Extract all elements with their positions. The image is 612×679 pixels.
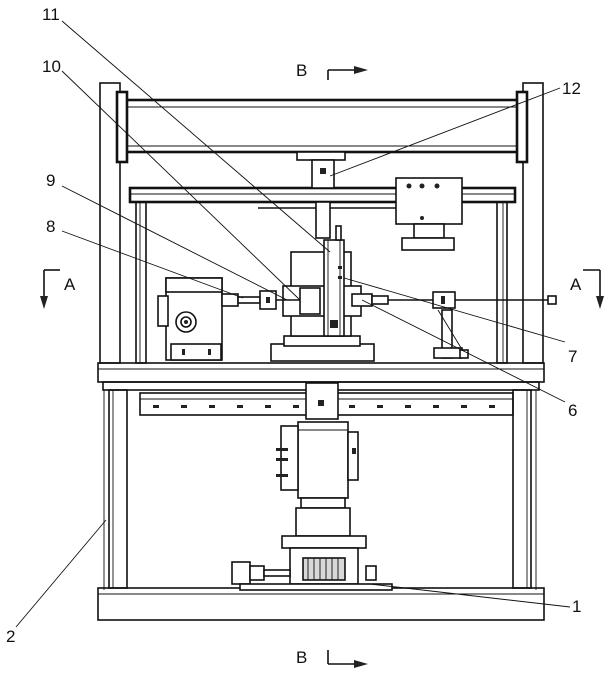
label-8: 8: [46, 217, 55, 236]
section-marker-b-top: B: [296, 61, 368, 80]
lower-actuator: [232, 422, 392, 590]
section-marker-b-bottom: B: [296, 648, 368, 668]
work-table: [98, 363, 544, 419]
label-6: 6: [568, 401, 577, 420]
section-letter-b-bottom: B: [296, 648, 307, 667]
label-10: 10: [42, 57, 61, 76]
label-1: 1: [572, 597, 581, 616]
section-letter-b-top: B: [296, 61, 307, 80]
label-2: 2: [6, 627, 15, 646]
section-marker-a-left: A: [40, 270, 76, 309]
label-7: 7: [568, 347, 577, 366]
label-11: 11: [42, 5, 60, 24]
section-letter-a-right: A: [570, 275, 582, 294]
section-letter-a-left: A: [64, 275, 76, 294]
label-9: 9: [46, 171, 55, 190]
right-ram: [352, 292, 556, 358]
section-marker-a-right: A: [570, 270, 604, 309]
label-12: 12: [562, 79, 581, 98]
